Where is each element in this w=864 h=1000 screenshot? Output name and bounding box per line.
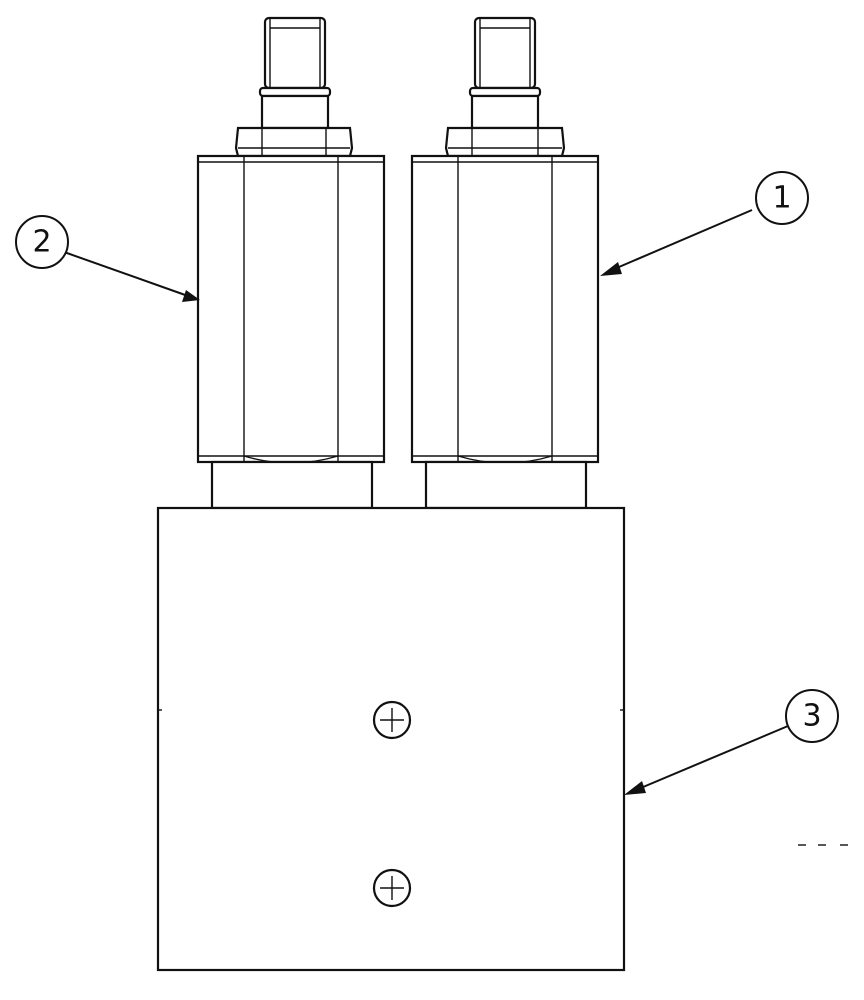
callout-3-label: 3 <box>802 699 821 734</box>
valve-cartridge-right <box>410 16 600 510</box>
stem-right <box>468 16 542 130</box>
callout-1-label: 1 <box>772 181 791 216</box>
hex-body-left <box>196 154 386 464</box>
callout-3: 3 <box>624 689 839 795</box>
port-marker-upper <box>372 700 412 740</box>
spigot-right <box>424 460 588 510</box>
hex-body-right <box>410 154 600 464</box>
port-marker-lower <box>372 868 412 908</box>
manifold-block <box>156 506 626 972</box>
callout-1: 1 <box>600 171 809 276</box>
valve-cartridge-left <box>196 16 386 510</box>
hex-nut-right <box>444 126 566 158</box>
hex-nut-left <box>234 126 354 158</box>
callout-2-label: 2 <box>32 225 51 260</box>
stem-left <box>258 16 332 130</box>
callout-2: 2 <box>15 215 200 302</box>
spigot-left <box>210 460 374 510</box>
